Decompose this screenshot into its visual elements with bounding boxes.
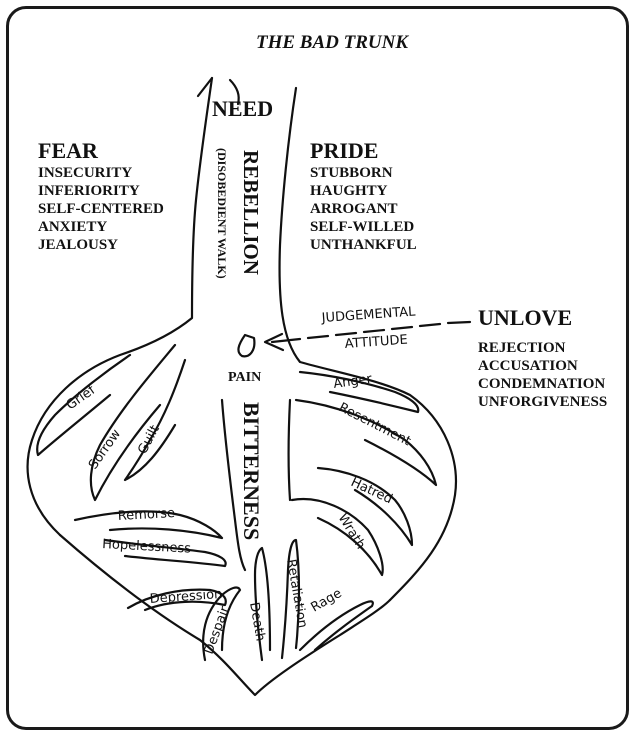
judgemental-label: JUDGEMENTAL [320,304,416,326]
root-label-hatred: Hatred [348,475,394,507]
bitterness-label: BITTERNESS [239,402,264,540]
root-guilt [125,360,185,480]
pride-item: UNTHANKFUL [310,237,417,253]
root-label-hopelessness: Hopelessness [102,537,192,557]
pain-label: PAIN [228,370,261,385]
unlove-item: UNFORGIVENESS [478,394,607,410]
root-label-rage: Rage [309,586,345,615]
root-label-wrath: Wrath [335,511,368,552]
root-wrath [292,499,383,575]
pride-item: HAUGHTY [310,183,388,199]
root-label-guilt: Guilt [135,423,163,457]
unlove-item: CONDEMNATION [478,376,605,392]
diagram-title: THE BAD TRUNK [256,32,409,53]
root-rage [300,601,373,650]
unlove-item: REJECTION [478,340,566,356]
root-label-sorrow: Sorrow [86,427,124,473]
root-label-anger: Anger [332,372,373,392]
unlove-heading: UNLOVE [478,305,572,330]
fear-item: SELF-CENTERED [38,201,164,217]
unlove-item: ACCUSATION [478,358,578,374]
pride-item: STUBBORN [310,165,393,181]
pride-heading: PRIDE [310,138,378,163]
root-trunk-down-right [289,400,291,500]
fear-item: JEALOUSY [38,237,118,253]
root-label-remorse: Remorse [117,506,175,524]
pain-drop-shape [238,335,254,356]
root-label-despair: Despair [202,604,233,657]
need-label: NEED [212,96,273,121]
pride-item: SELF-WILLED [310,219,414,235]
attitude-label: ATTITUDE [344,333,408,352]
root-label-death: Death [246,601,268,642]
disobedient-walk-label: (DISOBEDIENT WALK) [215,148,229,279]
rebellion-label: REBELLION [239,150,263,275]
fear-item: ANXIETY [38,219,107,235]
pride-item: ARROGANT [310,201,398,217]
fear-heading: FEAR [38,138,99,163]
fear-item: INFERIORITY [38,183,140,199]
root-sorrow [91,345,175,500]
fear-item: INSECURITY [38,165,132,181]
